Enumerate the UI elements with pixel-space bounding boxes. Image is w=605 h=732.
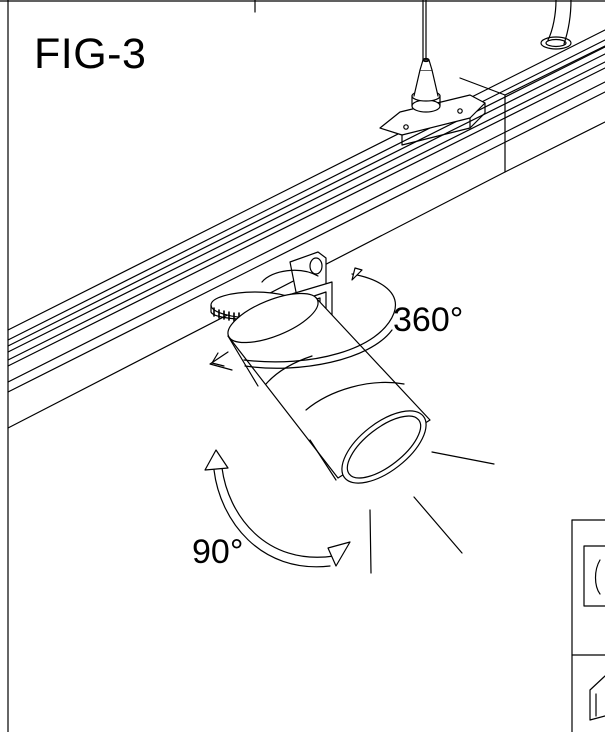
spotlight-body [227, 292, 431, 484]
suspension-connector [379, 57, 486, 146]
light-rays [369, 451, 495, 574]
power-cable [540, 0, 572, 50]
fixture-fragment [571, 519, 605, 732]
figure-title: FIG-3 [34, 30, 147, 78]
rotation-360-label: 360° [393, 301, 464, 339]
tilt-90-label: 90° [192, 533, 244, 571]
rotation-360-arrow [209, 267, 397, 371]
suspension-cable [422, 0, 427, 67]
track-rail [7, 29, 605, 429]
tilt-90-arrow [204, 449, 351, 568]
